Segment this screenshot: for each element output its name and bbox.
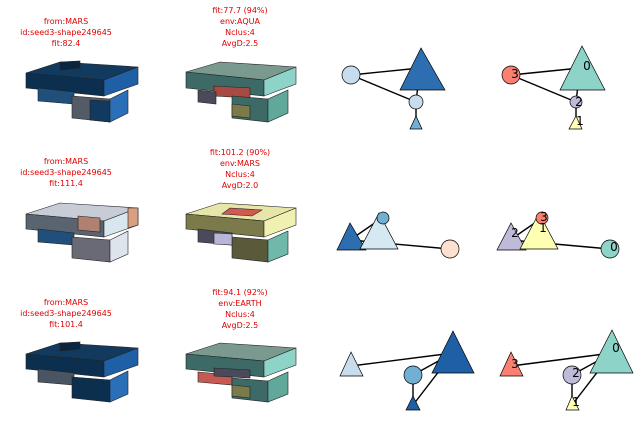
- voxel-caption-row-1: fit:77.7 (94%) env:AQUA Nclus:4 AvgD:2.5: [212, 6, 267, 48]
- graph-node: [559, 45, 606, 91]
- cluster-label: 3: [511, 67, 519, 81]
- caption-line: fit:82.4: [52, 39, 81, 48]
- graph-node: [501, 65, 521, 85]
- graph-node: [405, 395, 421, 411]
- caption-line: id:seed3-shape249645: [20, 168, 112, 177]
- voxel-cluster-shape-3: [185, 342, 297, 403]
- graph-node: [359, 212, 399, 250]
- graph-node: [431, 330, 475, 374]
- caption-line: fit:111.4: [49, 179, 83, 188]
- row-1: from:MARS id:seed3-shape249645 fit:82.4 …: [20, 6, 606, 130]
- cluster-label: 1: [539, 221, 547, 235]
- voxel-caption-row-3: fit:94.1 (92%) env:EARTH Nclus:4 AvgD:2.…: [212, 288, 267, 330]
- graph-node: [496, 222, 527, 251]
- graph-node: [589, 329, 634, 374]
- graph-node: [569, 95, 583, 109]
- graph-3b: 3 0 2 1: [499, 329, 634, 411]
- caption-line: from:MARS: [44, 157, 88, 166]
- graph-1b: 3 0 2 1: [501, 45, 606, 130]
- caption-line: id:seed3-shape249645: [20, 309, 112, 318]
- cluster-label: 2: [572, 366, 580, 380]
- cluster-label: 2: [575, 95, 583, 109]
- graph-node: [535, 211, 549, 225]
- graph-node: [339, 351, 364, 377]
- row-3: from:MARS id:seed3-shape249645 fit:101.4…: [20, 288, 634, 411]
- caption-line: Nclus:4: [225, 28, 255, 37]
- shape-caption-row-3: from:MARS id:seed3-shape249645 fit:101.4: [20, 298, 112, 329]
- caption-line: Nclus:4: [225, 310, 255, 319]
- graph-node: [403, 365, 423, 385]
- graph-node: [409, 115, 423, 130]
- cluster-label: 0: [612, 341, 620, 355]
- cluster-label: 0: [610, 240, 618, 254]
- graph-node: [519, 212, 559, 250]
- cluster-label: 1: [572, 395, 580, 409]
- voxel-caption-row-2: fit:101.2 (90%) env:MARS Nclus:4 AvgD:2.…: [210, 148, 270, 190]
- caption-line: AvgD:2.0: [222, 181, 258, 190]
- graph-2b: 2 3 1 0: [496, 210, 620, 259]
- row-2: from:MARS id:seed3-shape249645 fit:111.4…: [20, 148, 620, 263]
- graph-node: [341, 65, 361, 85]
- graph-node: [562, 365, 582, 385]
- caption-line: env:MARS: [220, 159, 260, 168]
- graph-node: [408, 94, 424, 110]
- cluster-label: 1: [576, 114, 584, 128]
- shape-caption-row-2: from:MARS id:seed3-shape249645 fit:111.4: [20, 157, 112, 188]
- voxel-cluster-shape-2: [185, 202, 297, 263]
- cluster-label: 3: [540, 210, 548, 224]
- voxel-cluster-shape-1: [185, 61, 297, 123]
- caption-line: fit:94.1 (92%): [212, 288, 267, 297]
- voxel-shape-2: [25, 202, 139, 263]
- shape-caption-row-1: from:MARS id:seed3-shape249645 fit:82.4: [20, 17, 112, 48]
- caption-line: fit:101.2 (90%): [210, 148, 270, 157]
- caption-line: env:EARTH: [218, 299, 261, 308]
- graph-node: [499, 351, 524, 377]
- caption-line: from:MARS: [44, 17, 88, 26]
- caption-line: from:MARS: [44, 298, 88, 307]
- cluster-label: 2: [511, 226, 519, 240]
- caption-line: Nclus:4: [225, 170, 255, 179]
- voxel-shape-3: [25, 341, 139, 403]
- graph-node: [440, 239, 460, 259]
- caption-line: fit:77.7 (94%): [212, 6, 267, 15]
- graph-node: [336, 222, 367, 251]
- caption-line: fit:101.4: [49, 320, 83, 329]
- graph-node: [568, 115, 583, 130]
- graph-node: [565, 395, 580, 411]
- cluster-label: 0: [583, 59, 591, 73]
- voxel-shape-1: [25, 60, 139, 123]
- caption-line: id:seed3-shape249645: [20, 28, 112, 37]
- caption-line: AvgD:2.5: [222, 321, 258, 330]
- caption-line: AvgD:2.5: [222, 39, 258, 48]
- graph-node: [600, 239, 620, 259]
- graph-node: [399, 47, 446, 91]
- graph-node: [376, 211, 390, 225]
- graph-1a: [341, 47, 446, 130]
- caption-line: env:AQUA: [220, 17, 260, 26]
- graph-3a: [339, 330, 475, 411]
- cluster-label: 3: [511, 357, 519, 371]
- graph-2a: [336, 211, 460, 259]
